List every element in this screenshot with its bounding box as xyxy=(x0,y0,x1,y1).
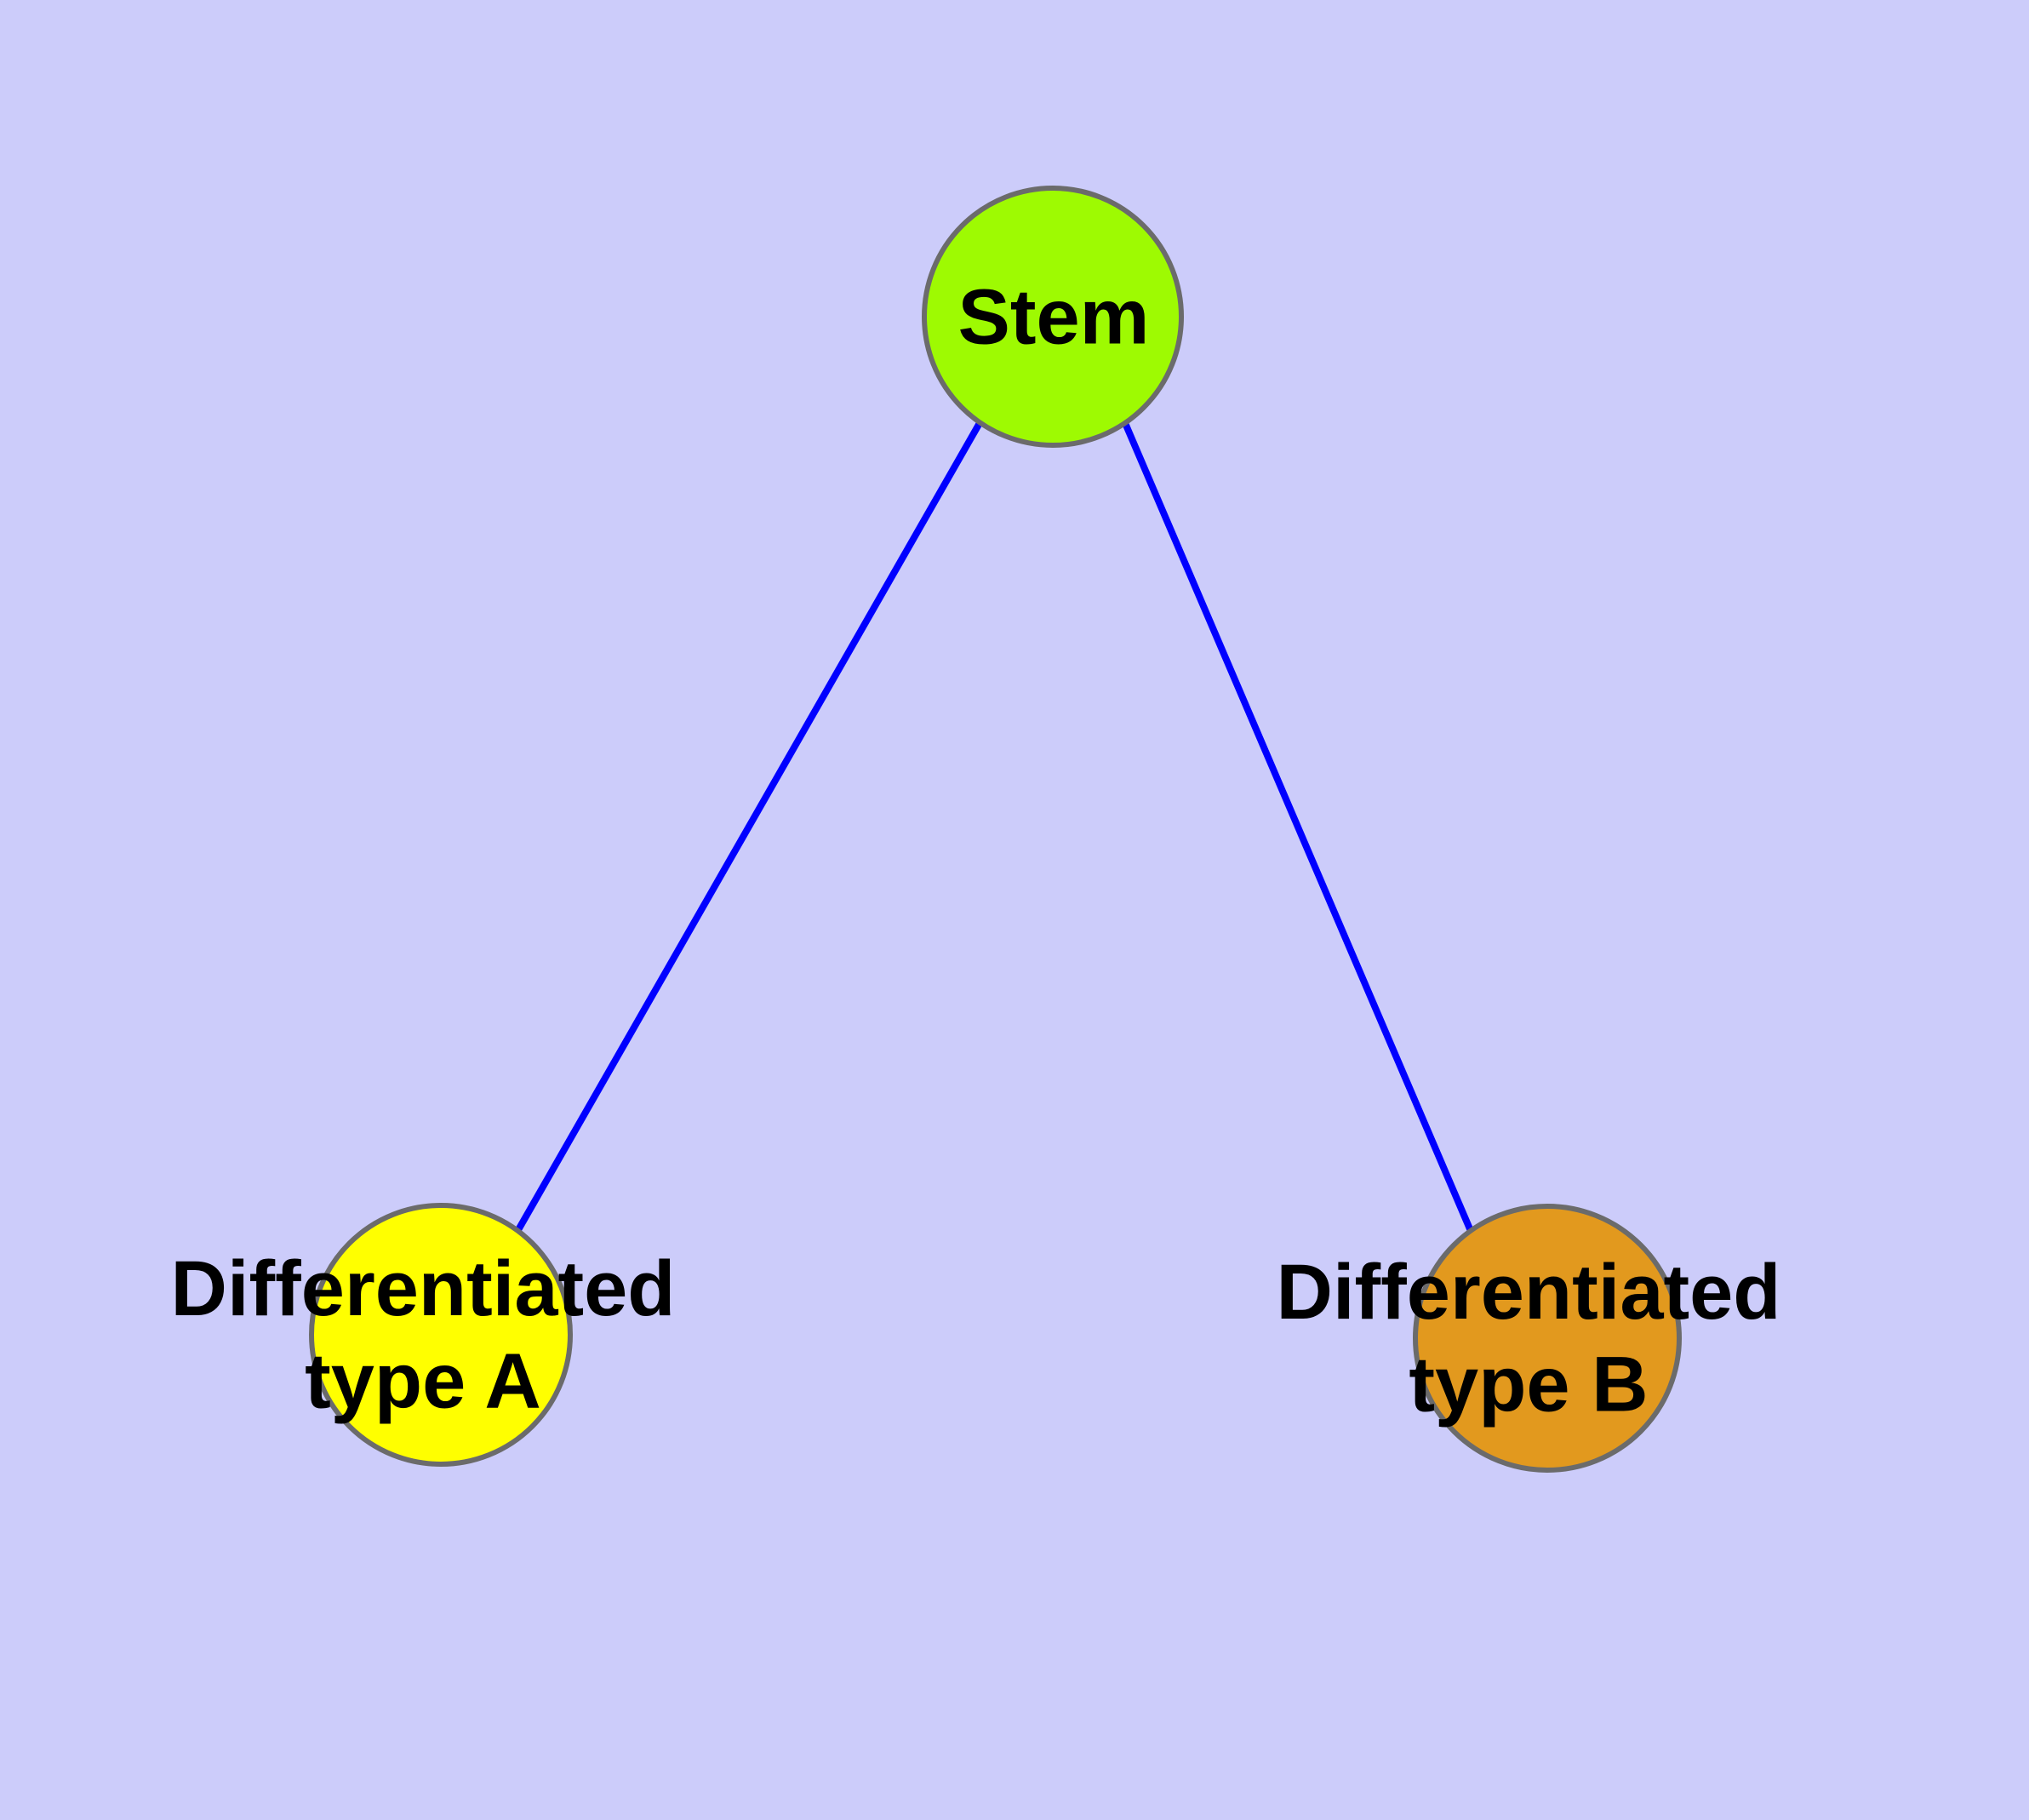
graph-node-stem[interactable] xyxy=(922,186,1184,448)
label-line: Stem xyxy=(958,273,1150,360)
graph-edge-stem-diff_b xyxy=(1122,421,1477,1239)
label-line: type B xyxy=(1409,1342,1648,1428)
graph-node-diff_a[interactable] xyxy=(309,1203,573,1467)
node-layer xyxy=(309,186,1682,1473)
label-line: Differentiated xyxy=(171,1245,676,1332)
graph-edge-stem-diff_a xyxy=(512,421,983,1236)
label-line: type A xyxy=(305,1338,541,1425)
graph-node-label-stem: Stem xyxy=(958,273,1150,360)
edge-layer xyxy=(512,421,1477,1239)
label-line: Differentiated xyxy=(1277,1249,1781,1336)
graph-node-diff_b[interactable] xyxy=(1413,1204,1682,1473)
